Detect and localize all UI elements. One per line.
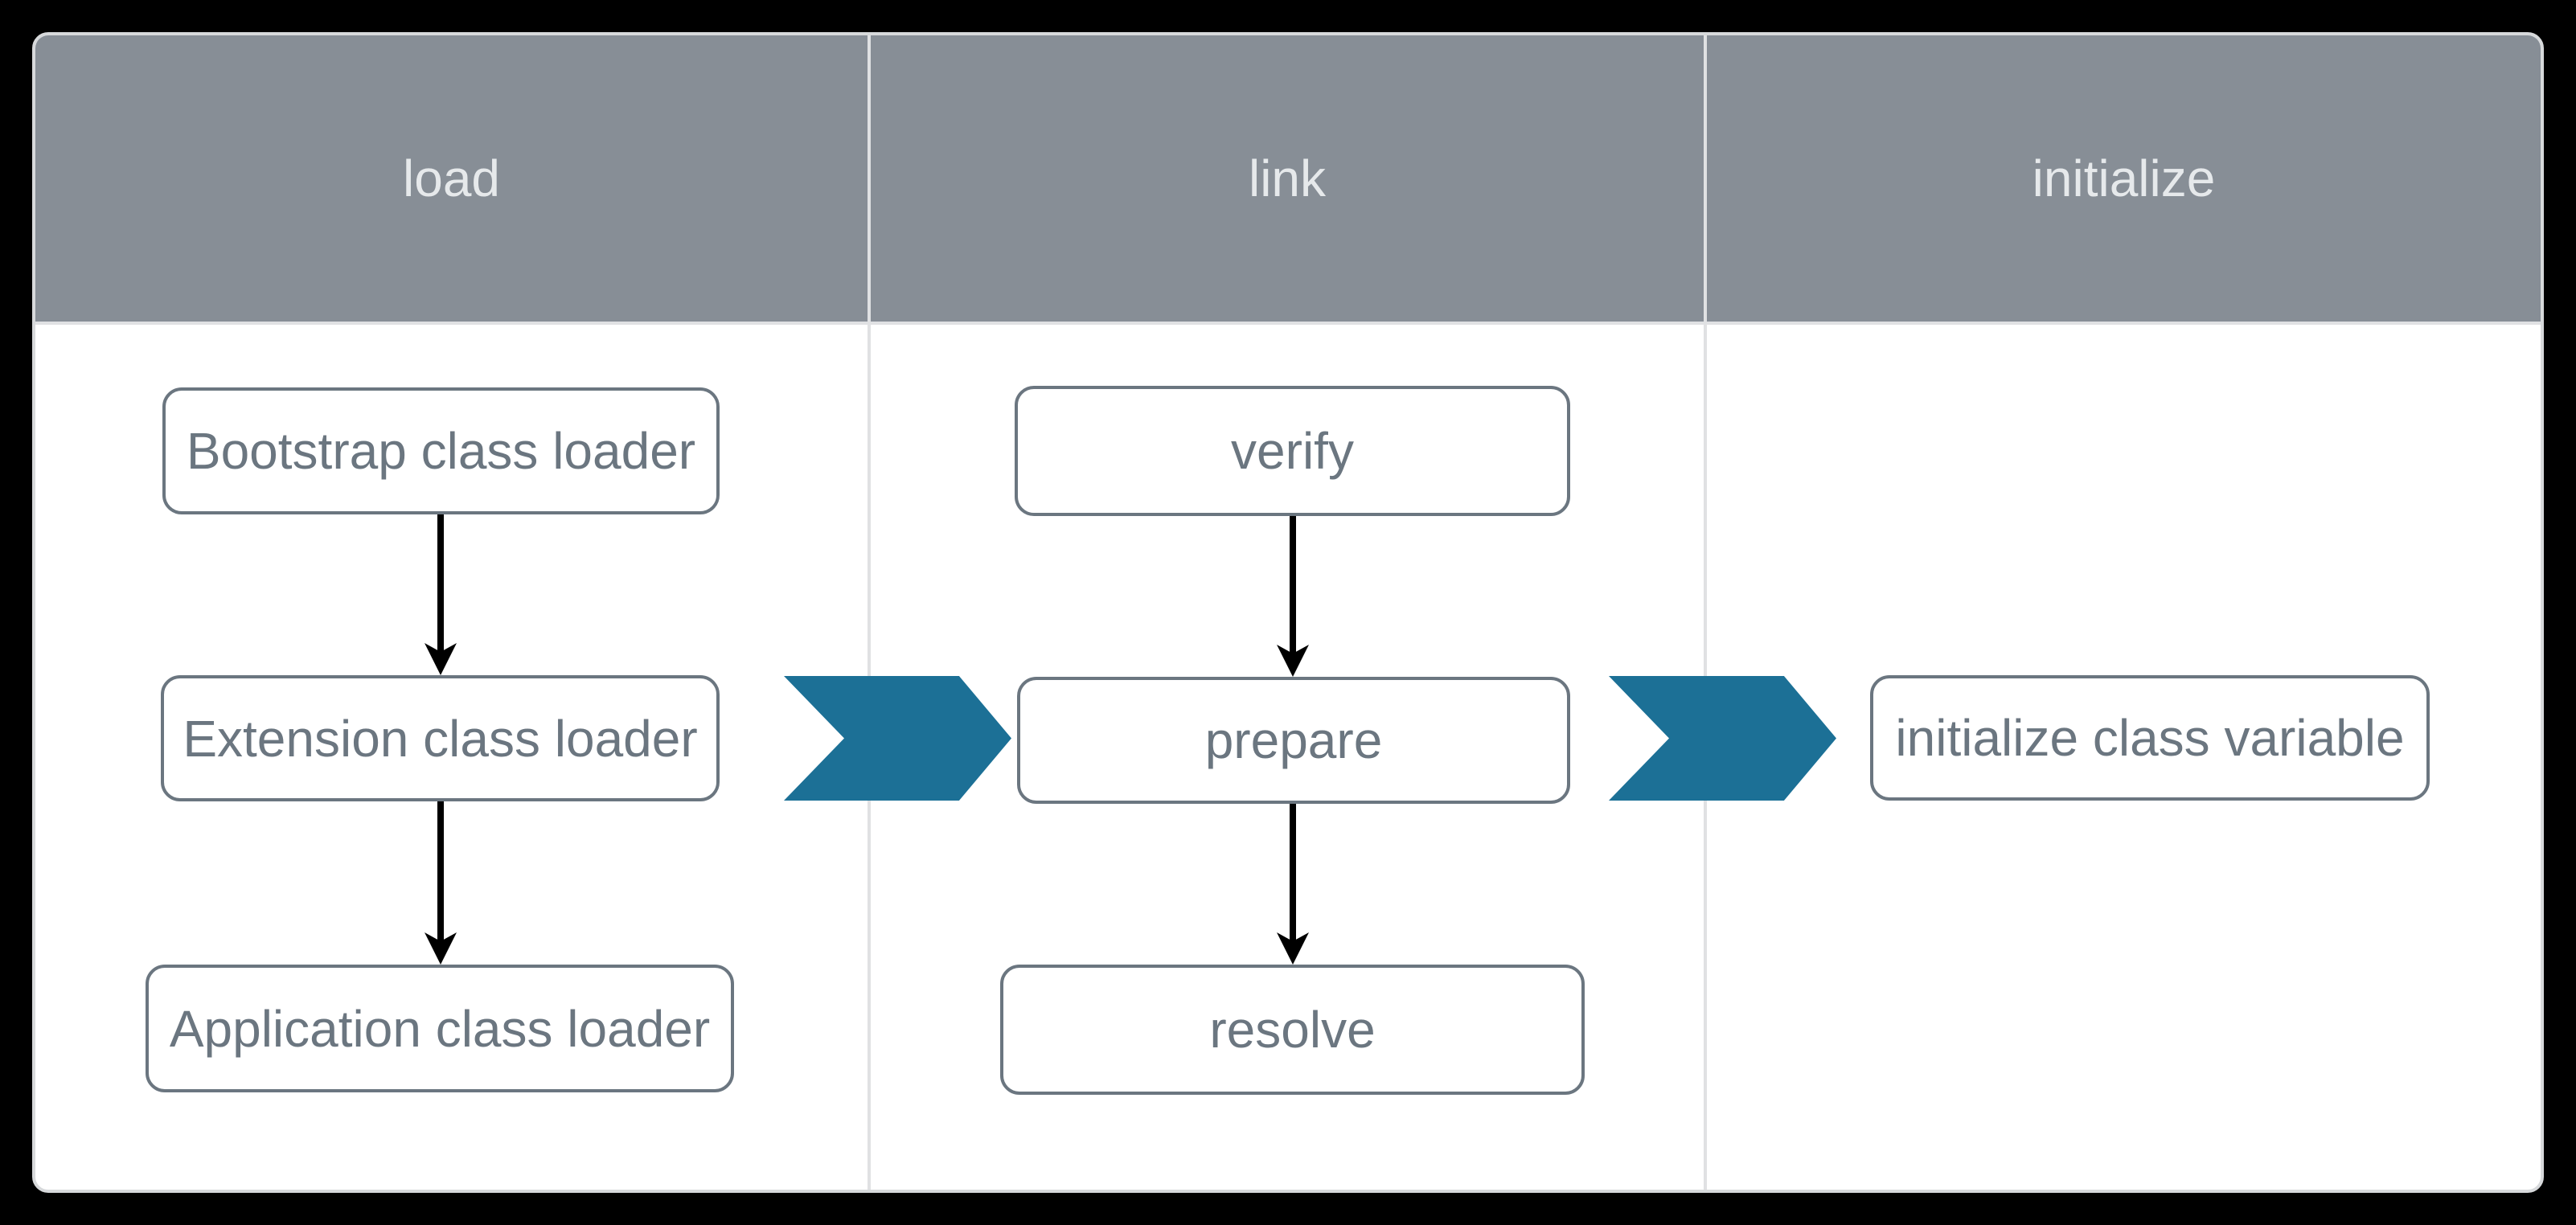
down-arrow-icon <box>425 801 457 965</box>
header-cell-load: load <box>35 35 868 322</box>
node-verify: verify <box>1015 386 1570 516</box>
header-label-link: link <box>1248 150 1327 207</box>
node-label: Application class loader <box>169 999 711 1058</box>
column-divider <box>1704 35 1707 1190</box>
node-label: prepare <box>1204 711 1383 769</box>
node-label: verify <box>1231 422 1354 480</box>
down-arrow-icon <box>425 514 457 675</box>
header-divider <box>35 322 2541 325</box>
node-extension-class-loader: Extension class loader <box>161 675 720 801</box>
header-label-load: load <box>403 150 500 207</box>
node-initialize-class-variable: initialize class variable <box>1870 675 2430 801</box>
node-label: Extension class loader <box>183 709 698 768</box>
down-arrow-icon <box>1277 804 1309 965</box>
node-prepare: prepare <box>1017 677 1570 804</box>
header-cell-link: link <box>871 35 1704 322</box>
class-loading-diagram-panel: load link initialize <box>32 32 2544 1193</box>
header-cell-initialize: initialize <box>1707 35 2541 322</box>
node-application-class-loader: Application class loader <box>146 965 734 1092</box>
down-arrow-icon <box>1277 516 1309 677</box>
node-label: initialize class variable <box>1895 709 2405 767</box>
node-bootstrap-class-loader: Bootstrap class loader <box>162 387 720 514</box>
node-resolve: resolve <box>1000 965 1585 1095</box>
node-label: resolve <box>1209 1001 1376 1059</box>
column-divider <box>868 35 871 1190</box>
node-label: Bootstrap class loader <box>186 422 696 480</box>
header-label-initialize: initialize <box>2032 150 2216 207</box>
connector-arrows <box>425 514 1309 965</box>
